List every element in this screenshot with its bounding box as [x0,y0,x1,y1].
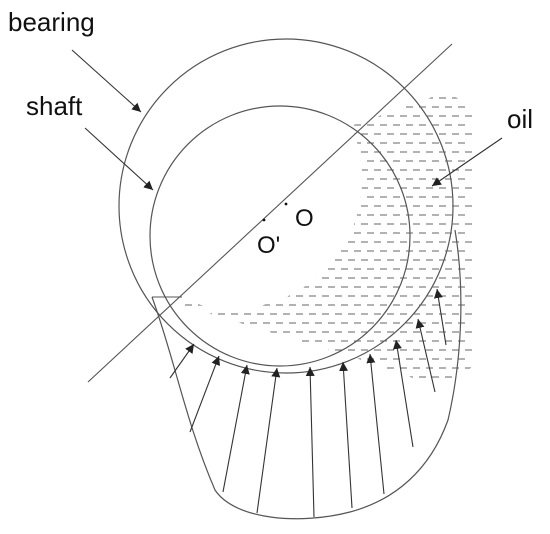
pressure-envelope [151,229,462,520]
oil-label: oil [507,104,533,134]
center-line [87,43,453,383]
bearing-label: bearing [8,7,95,37]
shaft-circle [149,105,411,367]
pressure-arrow [169,343,195,379]
oil-leader [431,137,503,187]
pressure-arrows [169,288,447,518]
pressure-arrow [366,353,385,495]
pressure-arrow [433,288,447,346]
pressure-arrow [415,318,436,393]
pressure-arrow [222,364,250,493]
center-o-prime-label: O' [257,232,280,259]
oil-film [155,97,472,378]
center-o-label: O [295,205,314,232]
pressure-arrow [305,366,315,518]
shaft-label: shaft [26,91,83,121]
shaft-center-dot [262,218,266,222]
pressure-arrow [256,367,281,514]
pressure-arrow [339,361,353,509]
pressure-arrow [392,339,414,448]
shaft-leader [84,127,154,191]
bearing-leader [71,49,142,113]
bearing-center-dot [284,202,288,206]
pressure-arrow [189,355,220,433]
